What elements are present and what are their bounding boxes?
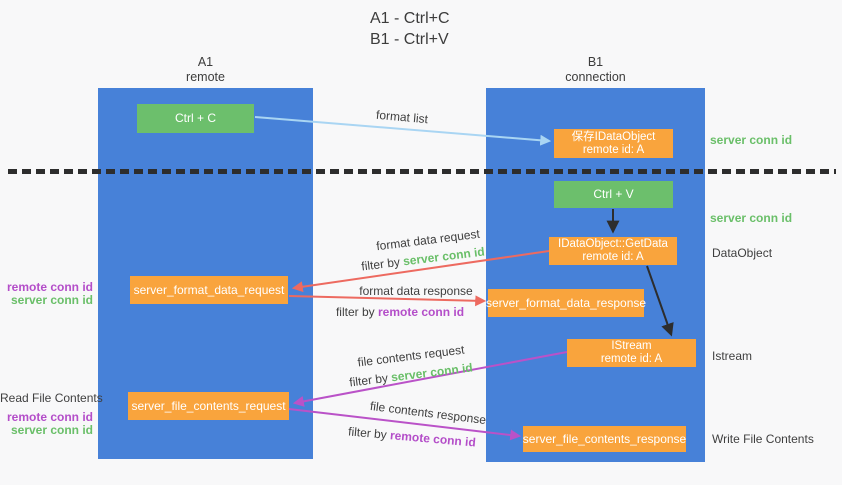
right-label-dataobject: DataObject (712, 246, 773, 260)
arrow-file-contents-request (292, 351, 568, 407)
node-format-response-label: server_format_data_response (485, 295, 647, 310)
node-istream-line2: remote id: A (600, 353, 663, 365)
node-istream-line1: IStream (611, 340, 652, 352)
dotted-divider-line (8, 169, 836, 174)
node-file-request-label: server_file_contents_request (131, 398, 286, 413)
diagram-title: A1 - Ctrl+C B1 - Ctrl+V (370, 8, 450, 50)
left-label-server-conn-id-1: server conn id (10, 293, 93, 307)
node-istream: IStream remote id: A (567, 339, 696, 367)
arrow-format-data-request (291, 250, 550, 293)
node-save-idataobject-line2: remote id: A (582, 143, 645, 156)
node-ctrl-v-label: Ctrl + V (593, 187, 634, 201)
right-label-server-conn-id-1: server conn id (710, 133, 793, 147)
title-line-2: B1 - Ctrl+V (370, 31, 449, 48)
lane-b1-name: B1 (587, 55, 604, 69)
lane-header-a1: A1 remote (98, 55, 313, 85)
lane-b1-role: connection (565, 70, 626, 84)
title-line-1: A1 - Ctrl+C (370, 10, 450, 27)
node-server-format-data-request: server_format_data_request (130, 276, 288, 304)
node-getdata-line1: IDataObject::GetData (558, 238, 668, 250)
node-getdata-line2: remote id: A (582, 251, 644, 263)
remote-conn-id-text: remote conn id (378, 305, 465, 319)
lane-a1-name: A1 (197, 55, 214, 69)
right-label-write-file-contents: Write File Contents (712, 432, 814, 446)
node-format-request-label: server_format_data_request (133, 282, 285, 297)
lane-a1-role: remote (186, 70, 225, 84)
node-ctrl-v: Ctrl + V (554, 181, 673, 208)
edge-label-format-data-response: format data response (359, 284, 473, 298)
right-label-istream: Istream (712, 349, 753, 363)
node-save-idataobject-line1: 保存IDataObject (571, 130, 656, 143)
node-file-response-label: server_file_contents_response (522, 431, 687, 446)
node-server-format-data-response: server_format_data_response (485, 289, 647, 317)
edge-label-filter-remote-1: filter by remote conn id (336, 305, 464, 319)
arrow-getdata-to-istream (646, 265, 674, 337)
node-ctrl-c: Ctrl + C (137, 104, 254, 133)
left-label-remote-conn-id-1: remote conn id (6, 280, 93, 294)
node-ctrl-c-label: Ctrl + C (174, 111, 216, 125)
node-save-idataobject: 保存IDataObject remote id: A (554, 129, 673, 158)
lane-header-b1: B1 connection (486, 55, 705, 85)
arrow-format-data-response (288, 295, 487, 307)
right-label-server-conn-id-2: server conn id (710, 211, 793, 225)
filter-by-text: filter by (335, 305, 375, 319)
arrow-format-list (254, 116, 552, 146)
left-label-remote-conn-id-2: remote conn id (6, 410, 93, 424)
node-idataobject-getdata: IDataObject::GetData remote id: A (549, 237, 677, 265)
node-server-file-contents-request: server_file_contents_request (128, 392, 289, 420)
node-server-file-contents-response: server_file_contents_response (523, 426, 686, 452)
left-label-server-conn-id-2: server conn id (10, 423, 93, 437)
arrow-file-contents-response (288, 408, 522, 441)
left-label-read-file-contents: Read File Contents (0, 391, 103, 405)
